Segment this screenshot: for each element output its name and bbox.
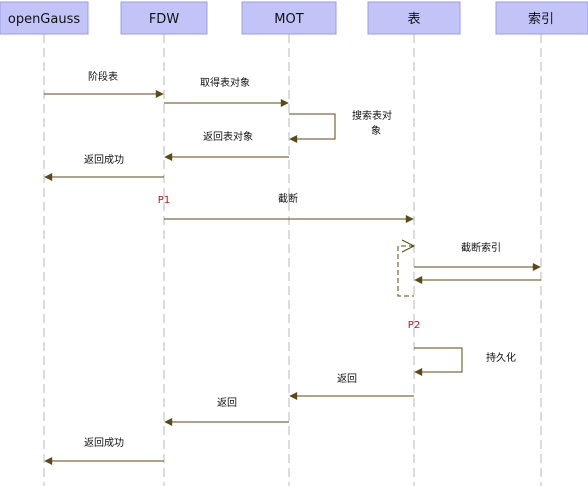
participant-opengauss: openGauss: [0, 1, 89, 35]
participant-opengauss-label: openGauss: [8, 12, 80, 27]
participant-headers: openGauss FDW MOT 表 索引: [0, 1, 588, 35]
arrow-m3-self: [289, 113, 336, 143]
message-m3-label-line2: 象: [371, 125, 381, 137]
participant-table-label: 表: [407, 12, 420, 27]
message-m2-label: 取得表对象: [200, 76, 250, 89]
message-m1-label: 阶段表: [88, 70, 118, 83]
arrow-m8-self: [414, 347, 463, 376]
message-m7-label: 截断索引: [461, 241, 501, 254]
loop-open-arrow: [401, 239, 416, 253]
lifelines: [43, 34, 542, 486]
marker-p2: P2: [408, 320, 420, 331]
message-m10-label: 返回: [217, 397, 237, 409]
message-m4-label: 返回表对象: [203, 130, 253, 143]
message-m6-label: 截断: [278, 192, 298, 205]
messages: 阶段表 取得表对象 搜索表对 象 返回表对象 返回成功 P1 截断 截断索引 P…: [44, 70, 541, 465]
participant-mot-label: MOT: [274, 12, 303, 27]
participant-index-label: 索引: [528, 12, 554, 27]
message-m3-label-line1: 搜索表对: [352, 109, 392, 122]
participant-fdw: FDW: [120, 1, 208, 35]
participant-mot: MOT: [241, 1, 337, 35]
marker-p1: P1: [158, 195, 170, 206]
message-m9-label: 返回: [337, 373, 357, 385]
loop-frame: [397, 245, 414, 297]
message-m5-label: 返回成功: [84, 154, 124, 166]
participant-table: 表: [367, 1, 461, 35]
message-m11-label: 返回成功: [84, 437, 124, 449]
participant-index: 索引: [495, 1, 588, 35]
message-m8-label: 持久化: [486, 351, 516, 364]
participant-fdw-label: FDW: [149, 12, 179, 27]
